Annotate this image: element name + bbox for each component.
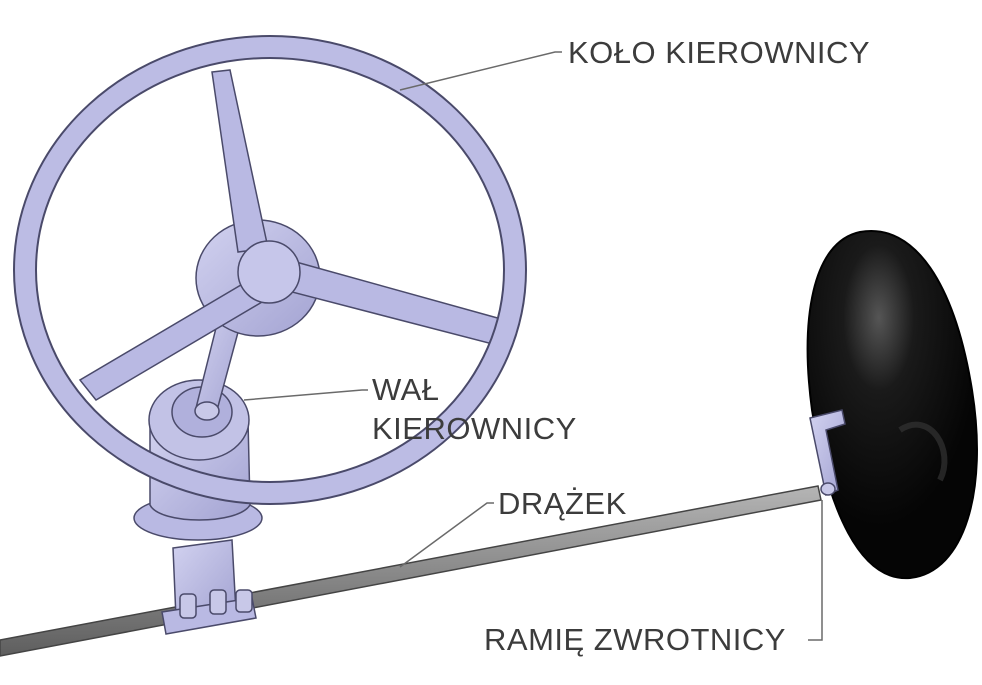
steering-wheel-hub — [78, 69, 513, 401]
label-steering-arm: RAMIĘ ZWROTNICY — [484, 622, 786, 657]
leader-steering-shaft — [243, 389, 368, 401]
leader-tie-rod — [399, 502, 494, 568]
wheel-tire — [806, 229, 978, 580]
steering-arm — [809, 409, 846, 497]
label-steering-shaft-line1: WAŁ — [372, 372, 440, 407]
leader-steering-wheel — [399, 51, 562, 91]
leader-lines — [243, 51, 823, 641]
leader-steering-arm — [808, 500, 823, 641]
label-steering-shaft-line2: KIEROWNICY — [372, 411, 577, 446]
steering-gear-bracket — [161, 539, 257, 635]
label-tie-rod: DRĄŻEK — [498, 486, 627, 521]
steering-wheel-rim — [13, 35, 527, 505]
label-steering-wheel: KOŁO KIEROWNICY — [568, 35, 871, 70]
steering-column-housing — [133, 379, 263, 541]
